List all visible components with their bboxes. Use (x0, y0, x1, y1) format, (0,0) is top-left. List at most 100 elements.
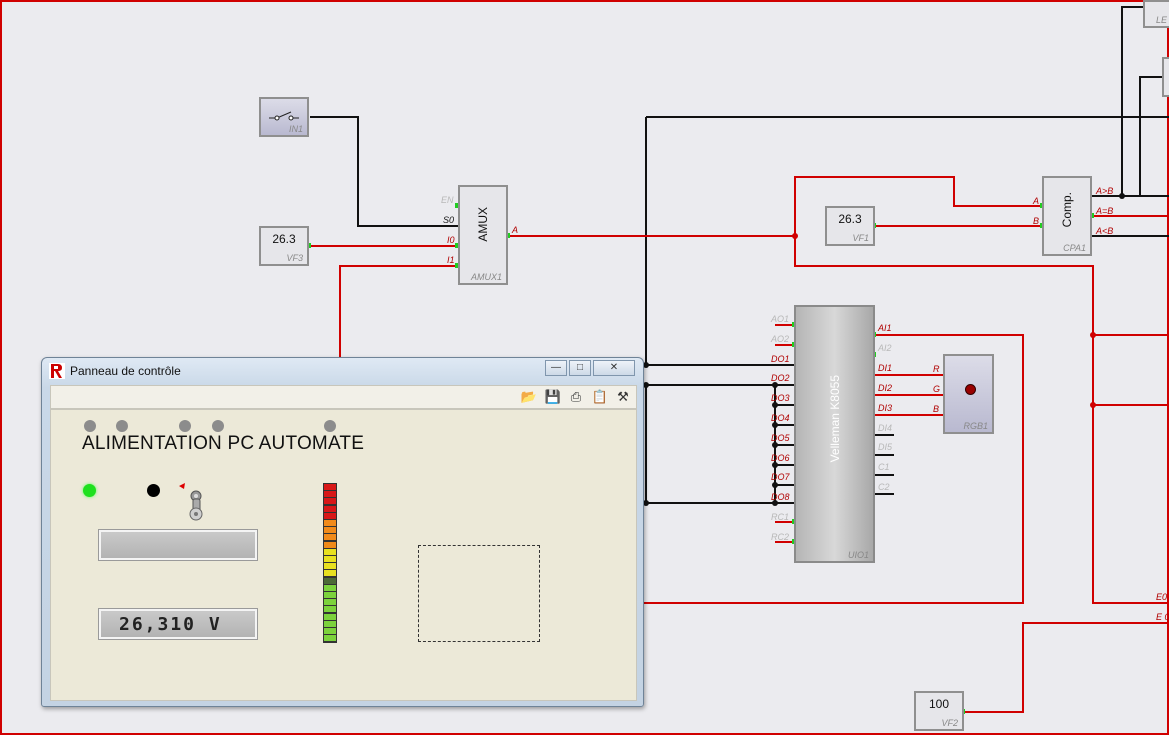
block-label: Comp. (1060, 192, 1074, 228)
edge-pin-label: E 0 (1156, 612, 1169, 622)
vu-segment (324, 570, 336, 577)
clipboard-icon[interactable]: 📋 (591, 389, 609, 404)
constant-block-vf2[interactable]: 100 VF2 (914, 691, 964, 731)
vu-segment (324, 577, 336, 584)
vu-segment (324, 484, 336, 490)
pin-label: DO5 (771, 432, 790, 443)
led-block[interactable]: LE (1143, 0, 1169, 28)
open-folder-icon[interactable]: 📂 (520, 389, 538, 404)
toolbar: 📂 💾 ⎙ 📋 ⚒ (50, 385, 637, 409)
pin-label: DI5 (878, 442, 893, 453)
minimize-button[interactable]: — (545, 360, 567, 376)
pin-label: DO3 (771, 393, 790, 404)
wire (310, 116, 458, 227)
pin-label: B (933, 404, 940, 414)
vu-segment (324, 534, 336, 541)
pin-label: AO2 (771, 333, 790, 344)
pin-label: C1 (878, 462, 890, 473)
vu-segment (324, 556, 336, 562)
constant-block-vf3[interactable]: 26.3 VF3 (259, 226, 309, 266)
block-name: VF2 (941, 718, 958, 728)
comparator-block[interactable]: Comp. CPA1 (1042, 176, 1092, 256)
tools-icon[interactable]: ⚒ (617, 389, 629, 404)
vu-segment (324, 548, 336, 555)
empty-frame-placeholder[interactable] (418, 545, 540, 642)
wire (874, 374, 944, 416)
pin-label: A<B (1096, 226, 1114, 236)
pin-label: C2 (878, 482, 890, 493)
panel-heading: ALIMENTATION PC AUTOMATE (82, 433, 365, 454)
save-icon[interactable]: 💾 (544, 389, 562, 404)
pin-label: I0 (447, 235, 455, 245)
status-indicator (179, 420, 191, 432)
pin-label: DO2 (771, 373, 790, 384)
toggle-switch-icon[interactable] (176, 482, 212, 524)
title-bar[interactable]: Panneau de contrôle — □ ✕ (42, 358, 643, 384)
pin-label: I1 (447, 255, 455, 265)
print-icon[interactable]: ⎙ (570, 389, 582, 404)
k8055-interface-block[interactable]: Velleman K8055 UIO1 (794, 305, 875, 563)
black-led-indicator (147, 484, 160, 497)
pin-label: DI1 (878, 362, 893, 373)
maximize-button[interactable]: □ (569, 360, 591, 376)
block-name: IN1 (288, 124, 303, 134)
rgb-led-block[interactable]: RGB1 (943, 354, 994, 434)
pin-label: A (1033, 196, 1040, 206)
voltage-display: 26,310 V (98, 608, 258, 640)
pin-label: DI3 (878, 402, 893, 413)
amux-block[interactable]: AMUX AMUX1 (458, 185, 508, 285)
vu-segment (324, 620, 336, 627)
close-button[interactable]: ✕ (593, 360, 635, 376)
block-name: AMUX1 (470, 272, 502, 282)
vu-segment (324, 628, 336, 634)
pin-label: DO4 (771, 413, 790, 423)
block-label: AMUX (476, 207, 490, 242)
block-name: RGB1 (963, 421, 988, 431)
wire (339, 265, 458, 360)
pin-label: RC2 (771, 531, 790, 542)
control-panel-window[interactable]: Panneau de contrôle — □ ✕ 📂 💾 ⎙ 📋 ⚒ ALIM… (41, 357, 644, 707)
pin-label: RC1 (771, 512, 790, 522)
constant-value: 100 (928, 697, 950, 711)
vu-segment (324, 512, 336, 519)
wire (1092, 215, 1169, 406)
wire (775, 324, 795, 543)
green-led-indicator (83, 484, 96, 497)
pin-label: B (1033, 216, 1040, 226)
app-logo-icon (49, 363, 65, 379)
vu-segment (324, 635, 336, 642)
wire (794, 176, 1043, 236)
pin-label: A>B (1096, 186, 1114, 196)
block-name: LE (1155, 15, 1167, 25)
vu-segment (324, 584, 336, 591)
partial-block[interactable] (1162, 57, 1169, 97)
vu-meter (323, 483, 337, 643)
pin-label: AI1 (878, 323, 892, 333)
constant-block-vf1[interactable]: 26.3 VF1 (825, 206, 875, 246)
input-switch-block[interactable]: IN1 (259, 97, 309, 137)
status-indicator (116, 420, 128, 432)
block-name: VF1 (852, 233, 869, 243)
block-name: UIO1 (847, 550, 869, 560)
wire (963, 622, 1169, 713)
wire (640, 334, 1024, 604)
constant-value: 26.3 (272, 232, 296, 246)
vu-segment (324, 599, 336, 606)
vu-segment (324, 563, 336, 570)
pin-label: AO1 (771, 314, 790, 324)
wire (794, 236, 1169, 604)
block-name: VF3 (286, 253, 303, 263)
pin-label: A (512, 225, 519, 235)
pin-label: S0 (443, 215, 455, 225)
panel-client-area: ALIMENTATION PC AUTOMATE 26,310 V (50, 409, 637, 701)
vu-segment (324, 606, 336, 613)
rgb-led-indicator (965, 384, 976, 395)
pin-label: DO1 (771, 353, 790, 364)
vu-segment (324, 613, 336, 620)
pin-label: AI2 (878, 342, 892, 353)
block-name: CPA1 (1063, 243, 1086, 253)
block-label: Velleman K8055 (828, 375, 842, 463)
pin-label: DI4 (878, 422, 893, 433)
pin-label: A=B (1096, 206, 1114, 216)
constant-value: 26.3 (838, 212, 862, 226)
